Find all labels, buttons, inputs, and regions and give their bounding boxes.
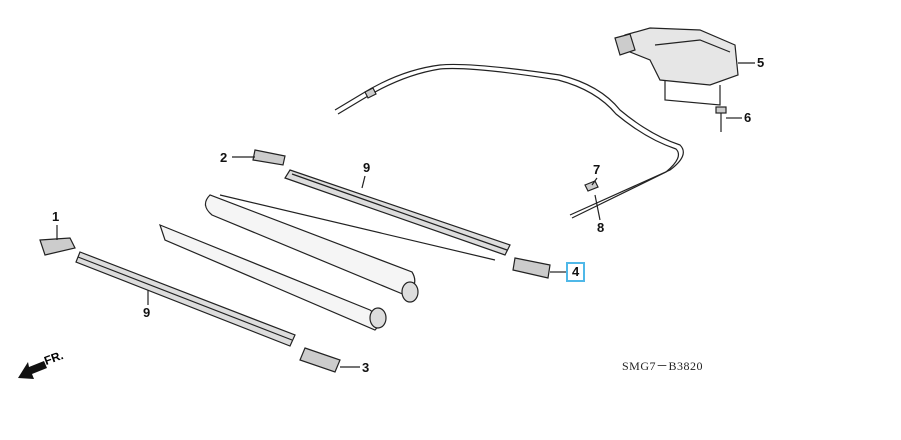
callout-1[interactable]: 1 bbox=[52, 209, 60, 224]
callout-9-front[interactable]: 9 bbox=[143, 305, 151, 320]
callout-8[interactable]: 8 bbox=[597, 220, 605, 235]
callout-9-rear[interactable]: 9 bbox=[363, 160, 371, 175]
bracket-2[interactable] bbox=[252, 149, 286, 166]
callout-2[interactable]: 2 bbox=[220, 150, 228, 165]
bracket-3[interactable] bbox=[299, 347, 341, 373]
callout-6[interactable]: 6 bbox=[744, 110, 752, 125]
clip-7[interactable] bbox=[584, 180, 599, 192]
front-shade-roll[interactable] bbox=[159, 223, 387, 331]
diagram-code: SMG7－B3820 bbox=[622, 359, 704, 373]
bolt[interactable] bbox=[715, 106, 727, 132]
front-rail[interactable] bbox=[75, 251, 296, 347]
callout-3[interactable]: 3 bbox=[362, 360, 370, 375]
callout-4[interactable]: 4 bbox=[566, 262, 586, 282]
front-direction-arrow-icon bbox=[18, 361, 47, 379]
rear-rail[interactable] bbox=[284, 169, 511, 256]
bracket-4[interactable] bbox=[512, 257, 551, 279]
callout-5[interactable]: 5 bbox=[757, 55, 765, 70]
sunshade-cable[interactable] bbox=[334, 63, 684, 219]
rear-shade-roll[interactable] bbox=[204, 194, 496, 303]
callout-7[interactable]: 7 bbox=[593, 162, 601, 177]
sunshade-motor[interactable] bbox=[614, 27, 739, 106]
bracket-1[interactable] bbox=[39, 237, 76, 256]
